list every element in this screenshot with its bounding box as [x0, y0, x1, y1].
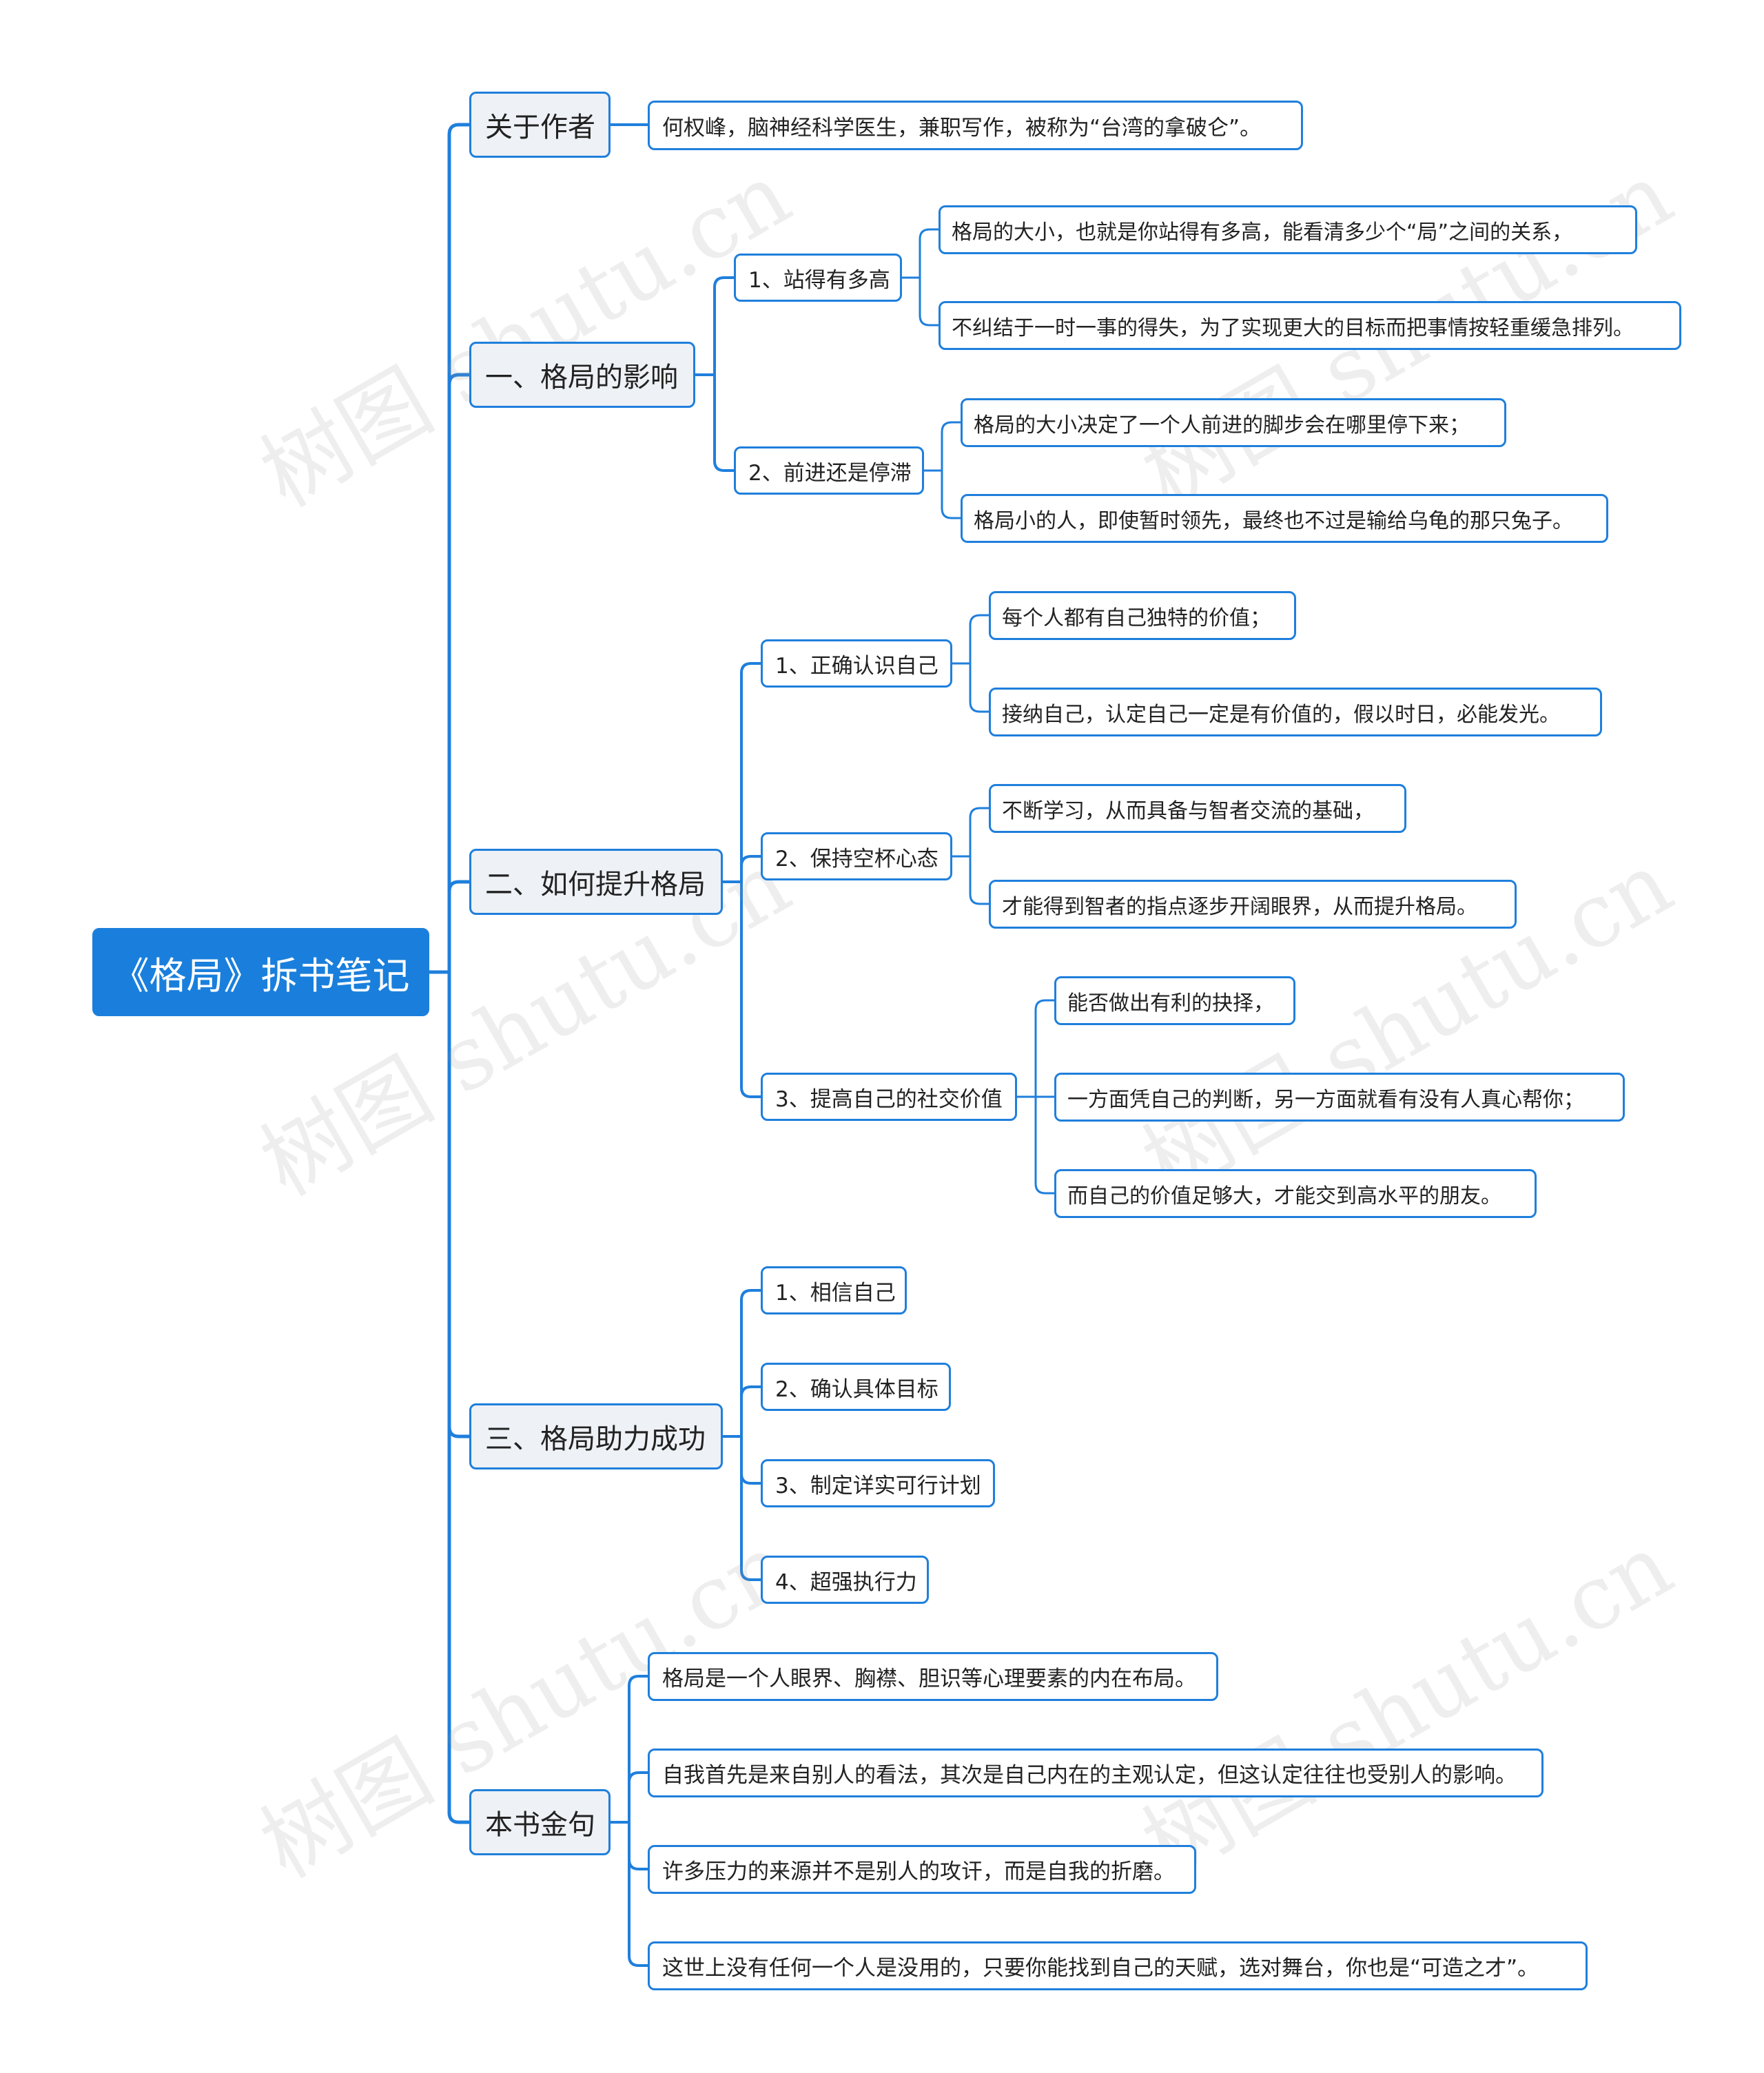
- sub-social-value[interactable]: 3、提高自己的社交价值: [761, 1073, 1017, 1121]
- quote-2[interactable]: 自我首先是来自别人的看法，其次是自己内在的主观认定，但这认定往往也受别人的影响。: [648, 1749, 1544, 1797]
- sub-feasible-plan[interactable]: 3、制定详实可行计划: [761, 1459, 995, 1507]
- branch-quotes[interactable]: 本书金句: [469, 1789, 611, 1855]
- connector-line: [427, 970, 471, 1824]
- branch-influence[interactable]: 一、格局的影响: [469, 342, 695, 408]
- connector-line: [951, 855, 990, 905]
- connector-line: [951, 807, 990, 858]
- leaf-advance-2[interactable]: 格局小的人，即使暂时领先，最终也不过是输给乌龟的那只兔子。: [961, 494, 1608, 543]
- leaf-stand-high-1[interactable]: 格局的大小，也就是你站得有多高，能看清多少个“局”之间的关系，: [939, 205, 1637, 254]
- connector-line: [1016, 999, 1056, 1098]
- leaf-social-value-2[interactable]: 一方面凭自己的判断，另一方面就看有没有人真心帮你；: [1054, 1073, 1625, 1122]
- leaf-advance-1[interactable]: 格局的大小决定了一个人前进的脚步会在哪里停下来；: [961, 398, 1506, 447]
- leaf-social-value-3[interactable]: 而自己的价值足够大，才能交到高水平的朋友。: [1054, 1169, 1537, 1218]
- leaf-social-value-1[interactable]: 能否做出有利的抉择，: [1054, 976, 1295, 1025]
- connector-line: [427, 373, 471, 974]
- leaf-empty-cup-2[interactable]: 才能得到智者的指点逐步开阔眼界，从而提升格局。: [989, 880, 1517, 929]
- connector-line: [721, 880, 762, 1098]
- connector-line: [901, 276, 940, 327]
- connector-line: [427, 123, 471, 974]
- sub-specific-goal[interactable]: 2、确认具体目标: [761, 1363, 951, 1411]
- sub-believe-self[interactable]: 1、相信自己: [761, 1266, 907, 1314]
- connector-line: [609, 1771, 649, 1824]
- quote-4[interactable]: 这世上没有任何一个人是没用的，只要你能找到自己的天赋，选对舞台，你也是“可造之才…: [648, 1941, 1588, 1990]
- connector-line: [951, 614, 990, 665]
- leaf-stand-high-2[interactable]: 不纠结于一时一事的得失，为了实现更大的目标而把事情按轻重缓急排列。: [939, 301, 1681, 350]
- connector-line: [721, 1289, 762, 1438]
- branch-about-author[interactable]: 关于作者: [469, 92, 611, 158]
- connector-line: [609, 1821, 649, 1967]
- connector-line: [721, 1435, 762, 1581]
- connector-line: [721, 662, 762, 883]
- connector-line: [951, 662, 990, 713]
- connector-line: [721, 1385, 762, 1438]
- leaf-know-self-2[interactable]: 接纳自己，认定自己一定是有价值的，假以时日，必能发光。: [989, 688, 1602, 736]
- connector-line: [694, 373, 735, 472]
- root-node[interactable]: 《格局》拆书笔记: [92, 928, 429, 1016]
- leaf-author-desc[interactable]: 何权峰，脑神经科学医生，兼职写作，被称为“台湾的拿破仑”。: [648, 101, 1303, 150]
- leaf-know-self-1[interactable]: 每个人都有自己独特的价值；: [989, 591, 1296, 640]
- sub-stand-high[interactable]: 1、站得有多高: [734, 254, 902, 302]
- branch-success[interactable]: 三、格局助力成功: [469, 1403, 723, 1469]
- connector-line: [923, 421, 962, 472]
- quote-1[interactable]: 格局是一个人眼界、胸襟、胆识等心理要素的内在布局。: [648, 1652, 1218, 1701]
- connector-line: [427, 880, 471, 974]
- quote-3[interactable]: 许多压力的来源并不是别人的攻讦，而是自我的折磨。: [648, 1845, 1196, 1894]
- connector-line: [923, 469, 962, 519]
- connector-line: [721, 855, 762, 883]
- connector-line: [1016, 1095, 1056, 1195]
- sub-know-self[interactable]: 1、正确认识自己: [761, 639, 952, 688]
- sub-execution[interactable]: 4、超强执行力: [761, 1556, 929, 1604]
- sub-empty-cup[interactable]: 2、保持空杯心态: [761, 832, 952, 880]
- sub-advance-or-stop[interactable]: 2、前进还是停滞: [734, 446, 924, 495]
- connector-line: [609, 1675, 649, 1824]
- connector-line: [694, 276, 735, 376]
- connector-line: [901, 228, 940, 279]
- leaf-empty-cup-1[interactable]: 不断学习，从而具备与智者交流的基础，: [989, 784, 1406, 833]
- branch-improve[interactable]: 二、如何提升格局: [469, 849, 723, 915]
